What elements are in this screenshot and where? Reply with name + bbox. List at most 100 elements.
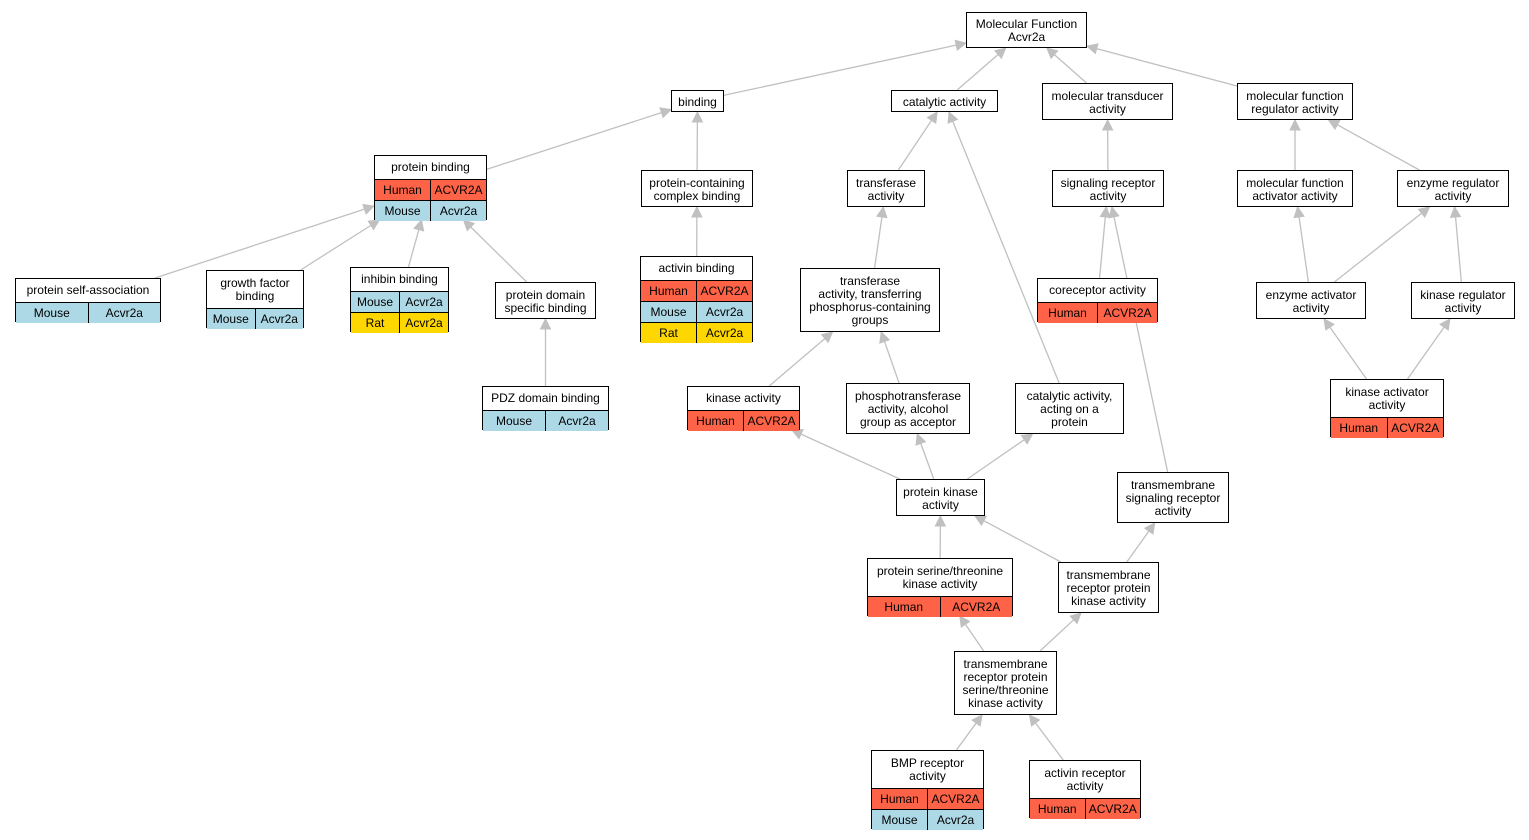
arrowhead-bind-mf — [954, 39, 968, 51]
arrowhead-pkin-phtr — [915, 432, 927, 446]
species-label: Human — [880, 792, 919, 806]
gene-label: Acvr2a — [399, 313, 448, 333]
gene-label: Acvr2a — [430, 201, 486, 221]
arrowhead-corec-sigrec — [1099, 205, 1112, 218]
edge-kinact-kinreg — [1406, 326, 1445, 380]
edge-cat-mf — [956, 54, 999, 91]
edge-enzact-mfact — [1298, 216, 1310, 283]
edge-actr-tmrst — [1034, 722, 1064, 761]
edge-pdsb-pbind — [470, 226, 528, 283]
gene-label: Acvr2a — [399, 292, 448, 312]
edge-corec-sigrec — [1098, 216, 1106, 279]
edge-tmsig-sigrec — [1113, 216, 1169, 473]
arrowhead-kinact-enzact — [1323, 318, 1335, 331]
arrowhead-cat-mf — [993, 47, 1007, 60]
gene-label: Acvr2a — [545, 411, 608, 431]
species-row: Human ACVR2A — [375, 179, 486, 200]
edge-tphos-trans — [873, 216, 883, 269]
edge-enzreg-mfreg — [1337, 124, 1420, 171]
gene-label: ACVR2A — [1084, 799, 1141, 819]
edge-kinact-enzact — [1329, 326, 1368, 380]
arrowhead-phtr-tphos — [879, 330, 891, 344]
edge-psa-pbind — [154, 208, 365, 279]
species-label: Human — [383, 183, 422, 197]
gene-label: ACVR2A — [743, 411, 799, 431]
edge-pkin-catp — [966, 439, 1025, 480]
arrowhead-pcbind-bind — [691, 110, 704, 123]
arrowhead-gfb-pbind — [367, 219, 381, 231]
node-title: kinase activity — [706, 391, 781, 405]
edge-gfb-pbind — [300, 224, 372, 271]
arrowhead-mtrans-mf — [1046, 47, 1059, 60]
arrowhead-tphos-trans — [876, 205, 888, 219]
arrowhead-pdz-pdsb — [539, 317, 552, 330]
arrowhead-tmrpk-pkin — [974, 515, 988, 527]
node-title: inhibin binding — [361, 272, 438, 286]
arrowhead-mfact-mfreg — [1289, 118, 1301, 131]
species-label: Human — [649, 284, 688, 298]
gene-label: Acvr2a — [927, 810, 983, 830]
gene-label: Acvr2a — [254, 309, 304, 329]
gene-label: ACVR2A — [430, 180, 486, 200]
node-title: protein self-association — [26, 283, 150, 297]
species-label: Human — [1339, 421, 1379, 435]
edge-mfreg-mf — [1096, 48, 1238, 87]
arrowhead-pkin-catp — [1020, 433, 1034, 445]
arrowhead-pst-pkin — [934, 514, 947, 527]
edge-phtr-tphos — [883, 341, 900, 384]
node-bind[interactable]: binding — [671, 90, 724, 112]
edge-tmrpk-pkin — [983, 520, 1062, 563]
species-label: Mouse — [881, 813, 918, 827]
node-title: coreceptor activity — [1049, 283, 1146, 297]
gene-label: Acvr2a — [696, 323, 752, 343]
node-cat[interactable]: catalytic activity — [891, 90, 998, 112]
arrowhead-kinreg-enzreg — [1449, 205, 1462, 218]
species-label: Human — [1037, 802, 1077, 816]
gene-label: Acvr2a — [87, 303, 161, 323]
gene-label: ACVR2A — [939, 597, 1013, 617]
edge-pkin-kin — [800, 433, 901, 480]
